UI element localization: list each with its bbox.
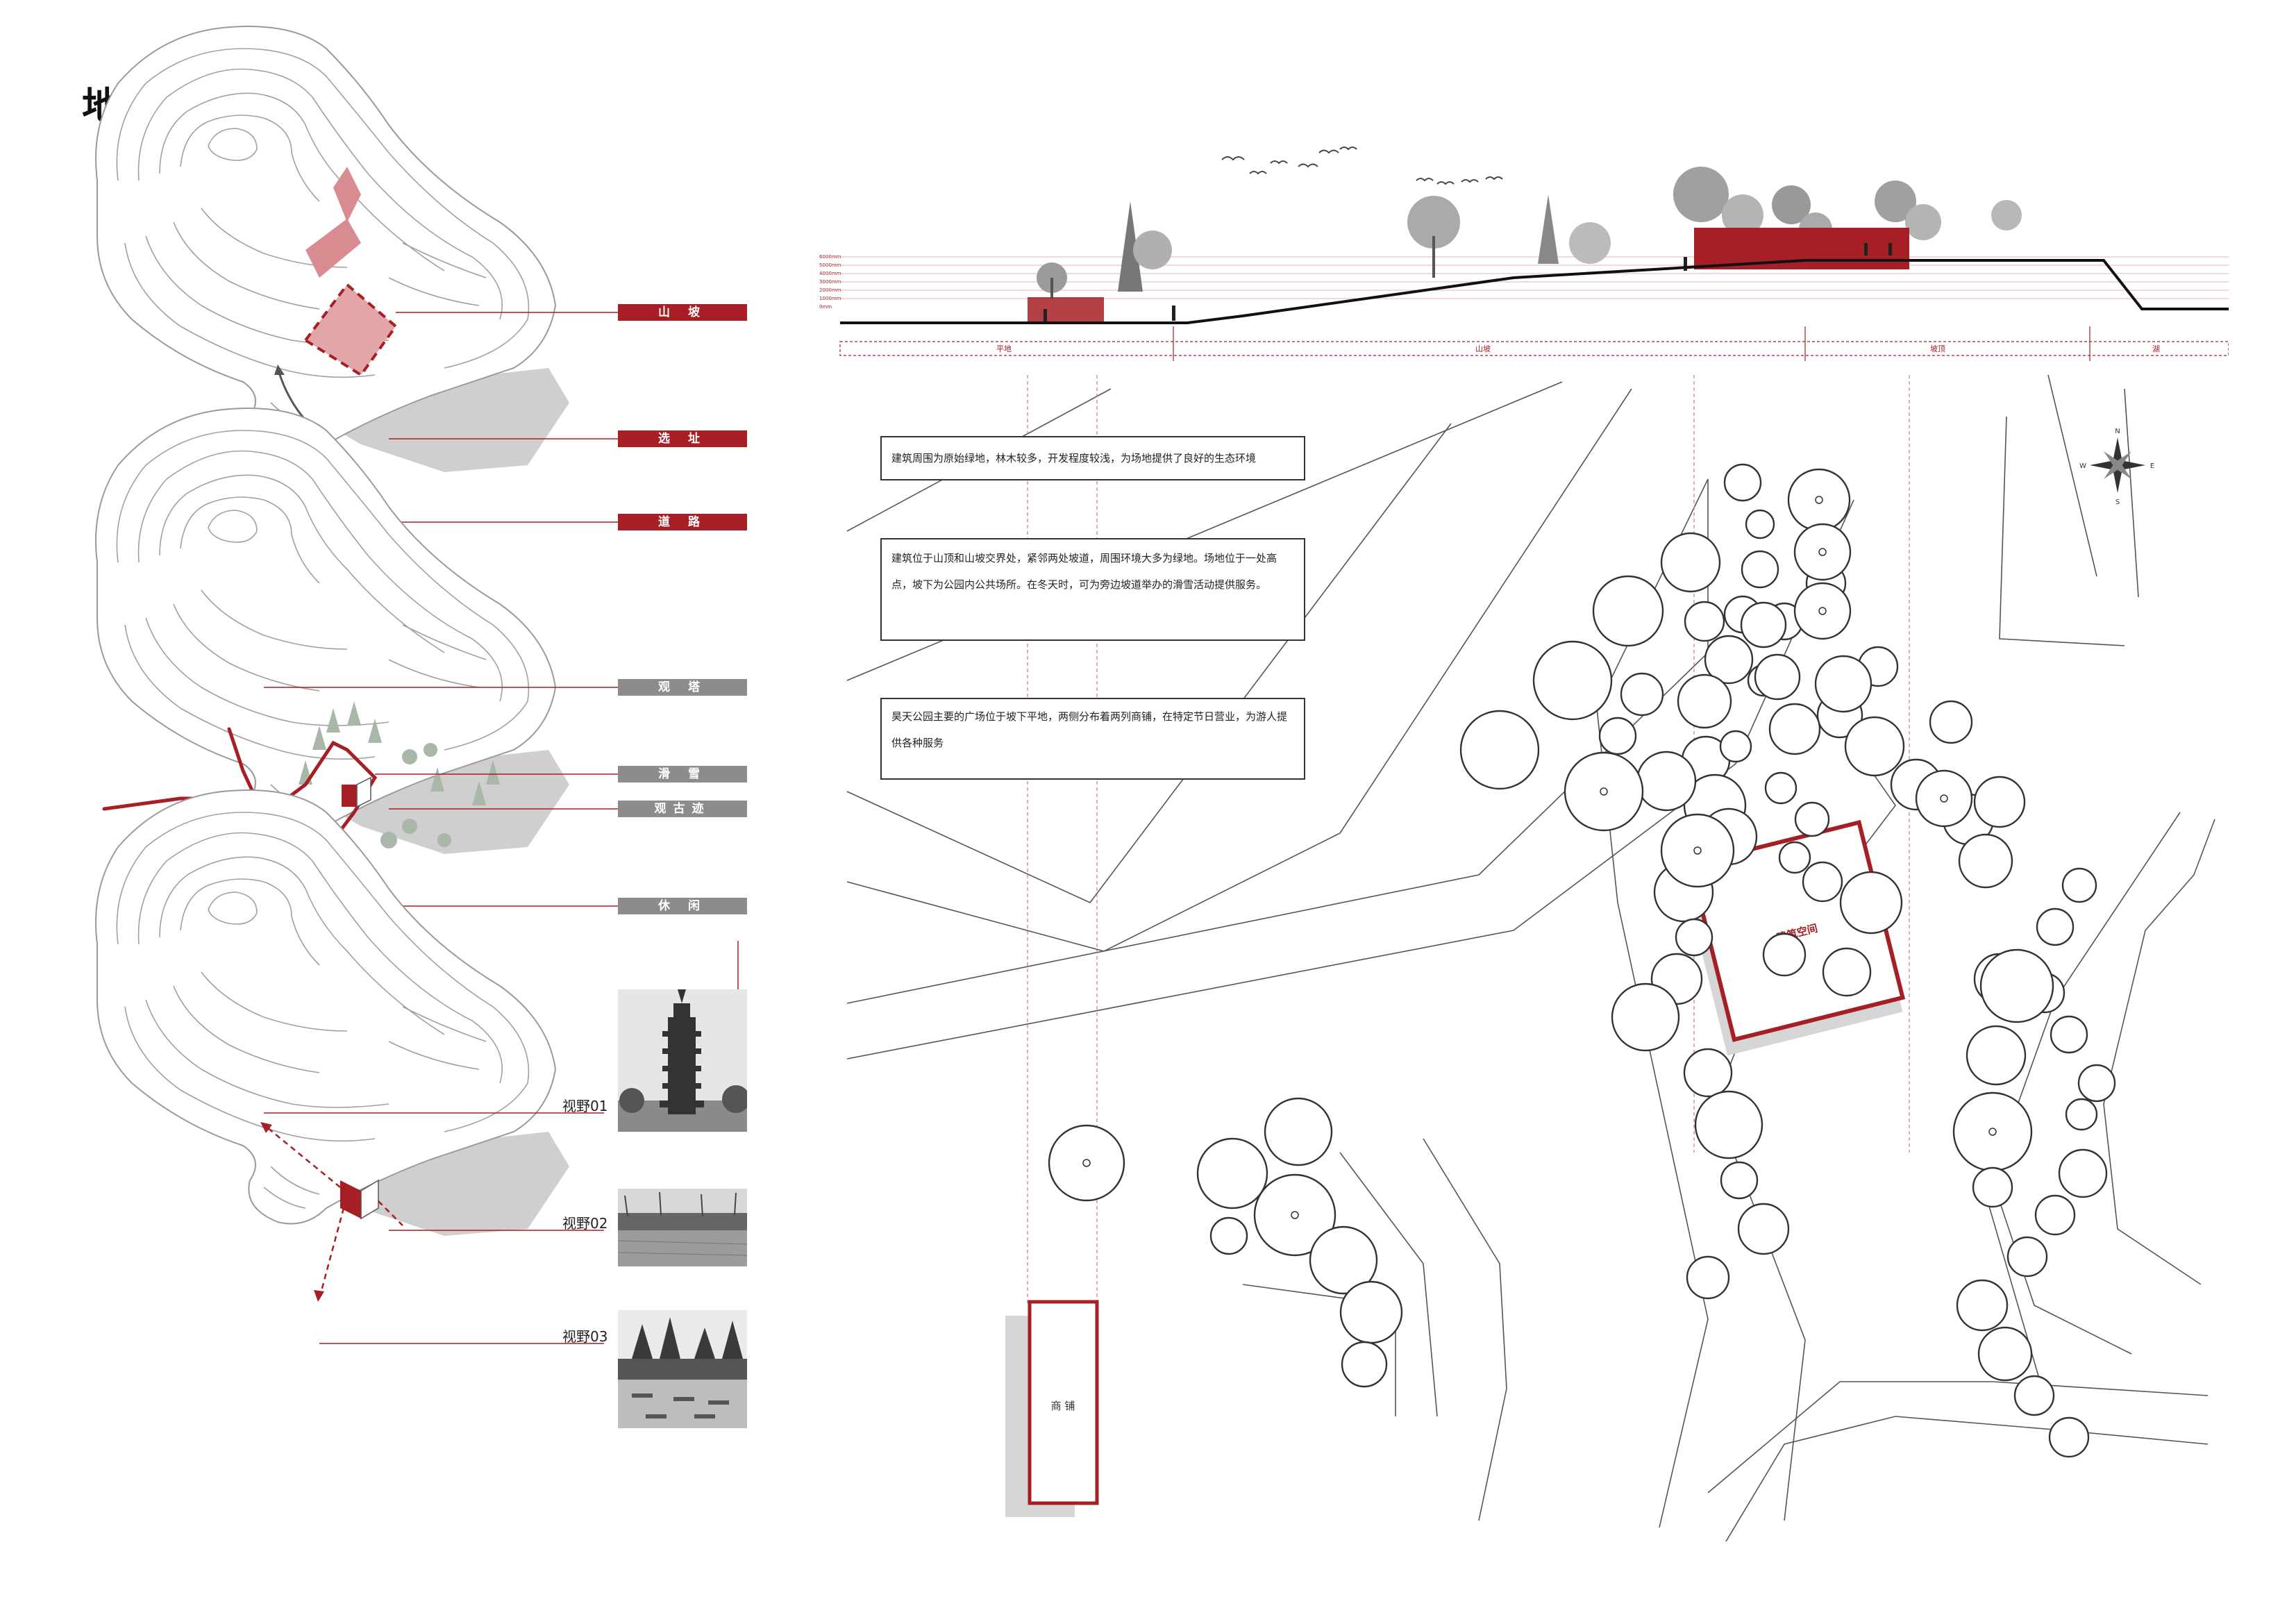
zone-flat: 平地 — [996, 344, 1012, 353]
site-section: 6000mm 5000mm 4000mm 3000mm 2000mm 1000m… — [819, 147, 2229, 361]
svg-text:S: S — [2115, 499, 2120, 506]
tag-tower-view: 观 塔 — [618, 679, 747, 696]
svg-text:4000mm: 4000mm — [819, 271, 841, 276]
photo-pagoda — [618, 989, 747, 1132]
note-ecology: 建筑周围为原始绿地，林木较多，开发程度较浅，为场地提供了良好的生态环境 — [880, 436, 1305, 480]
zone-slope: 山坡 — [1475, 344, 1491, 353]
tag-heritage: 观古迹 — [618, 801, 747, 817]
svg-text:3000mm: 3000mm — [819, 279, 841, 285]
diagram-views — [95, 789, 570, 1302]
tag-skiing: 滑 雪 — [618, 766, 747, 782]
terrain-diagrams — [95, 26, 739, 1344]
view-label-02: 视野02 — [562, 1215, 608, 1232]
svg-text:W: W — [2079, 462, 2086, 470]
note-plaza: 昊天公园主要的广场位于坡下平地，两侧分布着两列商铺，在特定节日营业，为游人提供各… — [880, 698, 1305, 780]
tag-road: 道 路 — [618, 514, 747, 530]
diagram-slope-site-road — [95, 26, 570, 473]
zone-summit: 坡顶 — [1930, 344, 1945, 353]
tag-site: 选 址 — [618, 430, 747, 447]
compass-icon: N S E W — [2079, 428, 2154, 506]
tag-leisure: 休 闲 — [618, 898, 747, 914]
svg-text:0mm: 0mm — [819, 304, 832, 310]
svg-text:2000mm: 2000mm — [819, 287, 841, 293]
tag-slope: 山 坡 — [618, 304, 747, 321]
svg-text:5000mm: 5000mm — [819, 262, 841, 268]
scale-marks: 6000mm 5000mm 4000mm 3000mm 2000mm 1000m… — [819, 254, 841, 310]
note-location: 建筑位于山顶和山坡交界处，紧邻两处坡道，周围环境大多为绿地。场地位于一处高点，坡… — [880, 538, 1305, 641]
svg-text:1000mm: 1000mm — [819, 296, 841, 301]
view-label-03: 视野03 — [562, 1328, 608, 1345]
svg-text:6000mm: 6000mm — [819, 254, 841, 260]
photo-plaza — [618, 1310, 747, 1428]
shop-label: 商 铺 — [1051, 1400, 1075, 1412]
svg-text:N: N — [2115, 428, 2120, 435]
view-label-01: 视野01 — [562, 1098, 608, 1114]
photo-lake — [618, 1189, 747, 1266]
plan-trees — [1611, 562, 2116, 1458]
svg-text:E: E — [2150, 462, 2154, 470]
zone-lake: 湖 — [2152, 344, 2160, 353]
